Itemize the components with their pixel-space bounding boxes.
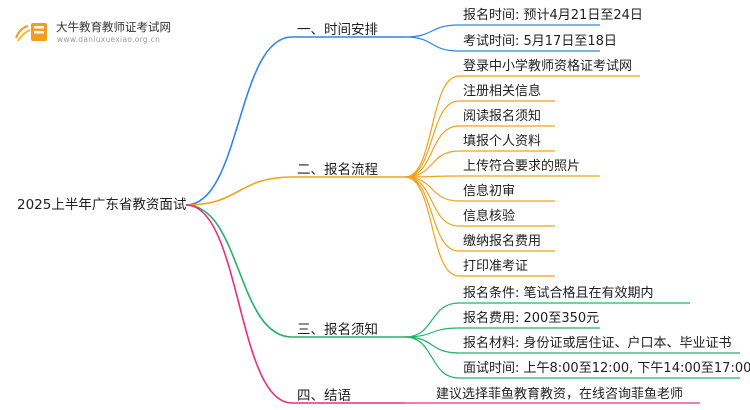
connector-branch-leaf-2-3 <box>404 336 460 379</box>
branch-label-process: 二、报名流程 <box>297 162 378 178</box>
root-topic: 2025上半年广东省教资面试 <box>17 197 187 213</box>
leaf-conclusion: 建议选择菲鱼教育教资，在线咨询菲鱼老师 <box>436 387 684 402</box>
leaf-process-print: 打印准考证 <box>463 259 529 274</box>
leaf-notice-fee: 报名费用: 200至350元 <box>463 311 600 326</box>
connector-branch-leaf-0-1 <box>404 36 460 52</box>
connector-branch-leaf-0-0 <box>404 24 460 38</box>
logo-mark <box>14 16 52 46</box>
branch-label-schedule: 一、时间安排 <box>297 22 378 38</box>
leaf-process-fill: 填报个人资料 <box>463 134 542 149</box>
connector-branch-leaf-2-2 <box>404 336 460 354</box>
connector-branch-leaf-1-5 <box>404 176 460 202</box>
leaf-process-verify: 信息核验 <box>463 209 516 224</box>
branch-label-conclusion: 四、结语 <box>297 388 351 404</box>
leaf-notice-interview-time: 面试时间: 上午8:00至12:00, 下午14:00至17:00 <box>463 361 750 376</box>
connector-branch-leaf-1-8 <box>404 176 460 277</box>
connector-root-branch-2 <box>185 204 293 338</box>
connector-root-branch-0 <box>185 36 293 206</box>
connector-branch-leaf-1-3 <box>404 150 460 178</box>
leaf-notice-condition: 报名条件: 笔试合格且在有效期内 <box>463 286 654 301</box>
connector-branch-leaf-1-2 <box>404 125 460 178</box>
leaf-notice-materials: 报名材料: 身份证或居住证、户口本、毕业证书 <box>463 336 732 351</box>
branch-label-notice: 三、报名须知 <box>297 322 378 338</box>
logo-title: 大牛教育教师证考试网 <box>56 20 171 34</box>
leaf-process-photo: 上传符合要求的照片 <box>463 159 581 174</box>
connector-root-branch-3 <box>185 204 293 404</box>
logo-url: www.daniuxuexiao.org.cn <box>57 35 161 44</box>
connector-branch-leaf-1-0 <box>404 75 460 178</box>
leaf-process-register: 注册相关信息 <box>463 84 542 99</box>
connector-branch-leaf-1-7 <box>404 176 460 252</box>
leaf-process-read: 阅读报名须知 <box>463 109 542 124</box>
leaf-process-pay: 缴纳报名费用 <box>463 234 542 249</box>
leaf-signup-time: 报名时间: 预计4月21日至24日 <box>463 8 643 23</box>
leaf-process-login: 登录中小学教师资格证考试网 <box>463 59 633 74</box>
leaf-exam-time: 考试时间: 5月17日至18日 <box>463 34 617 49</box>
connector-branch-leaf-2-0 <box>404 302 460 338</box>
connector-branch-leaf-2-1 <box>404 327 460 338</box>
connector-branch-leaf-1-1 <box>404 100 460 178</box>
leaf-process-review: 信息初审 <box>463 184 516 199</box>
connector-branch-leaf-1-6 <box>404 176 460 227</box>
connector-root-branch-1 <box>185 176 293 206</box>
